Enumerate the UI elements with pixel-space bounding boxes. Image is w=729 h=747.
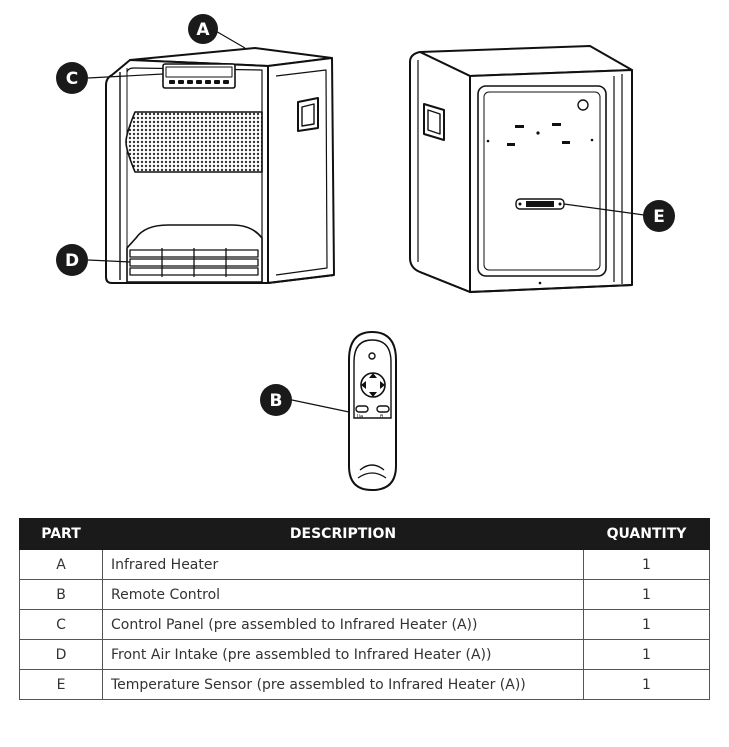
callout-d: D [56, 244, 88, 276]
callout-e-letter: E [653, 207, 665, 227]
callout-d-letter: D [65, 251, 79, 271]
leader-line-e [563, 203, 645, 216]
cell-description: Remote Control [102, 579, 584, 610]
cell-part: A [19, 549, 103, 580]
cell-quantity: 1 [583, 609, 710, 640]
cell-quantity: 1 [583, 579, 710, 610]
table-row: C Control Panel (pre assembled to Infrar… [19, 609, 710, 640]
cell-quantity: 1 [583, 669, 710, 700]
cell-description: Temperature Sensor (pre assembled to Inf… [102, 669, 584, 700]
cell-description: Front Air Intake (pre assembled to Infra… [102, 639, 584, 670]
cell-quantity: 1 [583, 549, 710, 580]
remote-control [348, 330, 397, 492]
header-quantity: QUANTITY [583, 518, 710, 550]
table-row: D Front Air Intake (pre assembled to Inf… [19, 639, 710, 670]
cell-description: Control Panel (pre assembled to Infrared… [102, 609, 584, 640]
table-row: A Infrared Heater 1 [19, 549, 710, 580]
leader-line-a [213, 29, 246, 49]
callout-c: C [56, 62, 88, 94]
cell-part: D [19, 639, 103, 670]
callout-a-letter: A [196, 20, 210, 40]
leader-line-b [291, 399, 350, 413]
callout-a: A [188, 14, 218, 44]
cell-quantity: 1 [583, 639, 710, 670]
table-row: B Remote Control 1 [19, 579, 710, 610]
callout-b-letter: B [270, 391, 283, 411]
cell-part: B [19, 579, 103, 610]
parts-table: PART DESCRIPTION QUANTITY A Infrared Hea… [19, 518, 710, 700]
leader-line-d [87, 259, 131, 263]
header-description: DESCRIPTION [102, 518, 584, 550]
callout-e: E [643, 200, 675, 232]
parts-diagram: I/ɵ θ A C D E B [56, 14, 675, 492]
heater-back [409, 45, 633, 293]
remote-power-label: I/ɵ [357, 414, 363, 420]
header-part: PART [19, 518, 103, 550]
cell-part: C [19, 609, 103, 640]
cell-description: Infrared Heater [102, 549, 584, 580]
callout-b: B [260, 384, 292, 416]
table-row: E Temperature Sensor (pre assembled to I… [19, 669, 710, 700]
leader-line-c [87, 73, 164, 79]
table-header-row: PART DESCRIPTION QUANTITY [19, 518, 710, 550]
cell-part: E [19, 669, 103, 700]
remote-mode-label: θ [380, 414, 383, 420]
callout-c-letter: C [66, 69, 78, 89]
heater-front [105, 47, 335, 284]
